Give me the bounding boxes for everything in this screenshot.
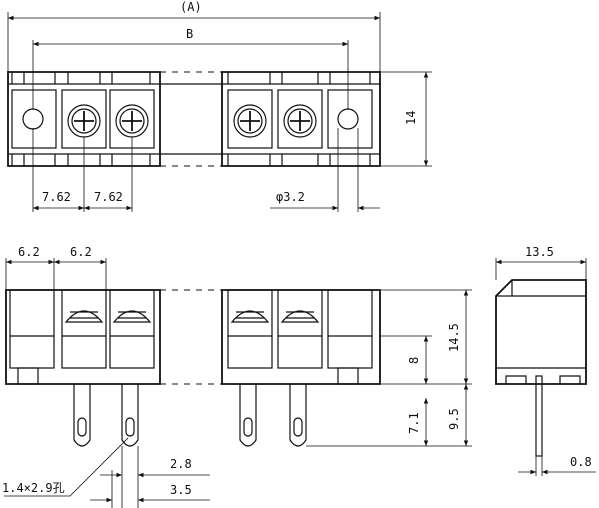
screw-4 <box>283 104 317 138</box>
dim-overall-length: (A) <box>180 0 202 14</box>
dim-side-depth: 13.5 <box>525 245 554 259</box>
dim-height-top: 14 <box>404 111 418 125</box>
dim-terminal-height: 8 <box>407 357 421 364</box>
top-view: (A) B 14 7.62 7.62 φ3.2 <box>7 0 432 212</box>
screw-2 <box>115 104 149 138</box>
dim-hole-dia: φ3.2 <box>276 190 305 204</box>
dim-slot: 1.4×2.9孔 <box>2 481 65 495</box>
dim-body-height: 14.5 <box>447 323 461 352</box>
dim-pin-exposed: 7.1 <box>407 412 421 434</box>
dim-pin-thickness: 0.8 <box>570 455 592 469</box>
screw-3 <box>233 104 267 138</box>
dim-side-wall-1: 6.2 <box>18 245 40 259</box>
dim-pitch-span: B <box>186 27 193 41</box>
side-view: 13.5 0.8 <box>495 245 596 476</box>
dim-pitch-2: 7.62 <box>94 190 123 204</box>
front-view: 6.2 6.2 8 14.5 7.1 9.5 2.8 3.5 1.4×2.9孔 <box>2 245 472 508</box>
dim-pin-length: 9.5 <box>447 408 461 430</box>
dim-pitch-1: 7.62 <box>42 190 71 204</box>
dim-pin-pitch: 3.5 <box>170 483 192 497</box>
dim-side-wall-2: 6.2 <box>70 245 92 259</box>
dim-pin-width: 2.8 <box>170 457 192 471</box>
